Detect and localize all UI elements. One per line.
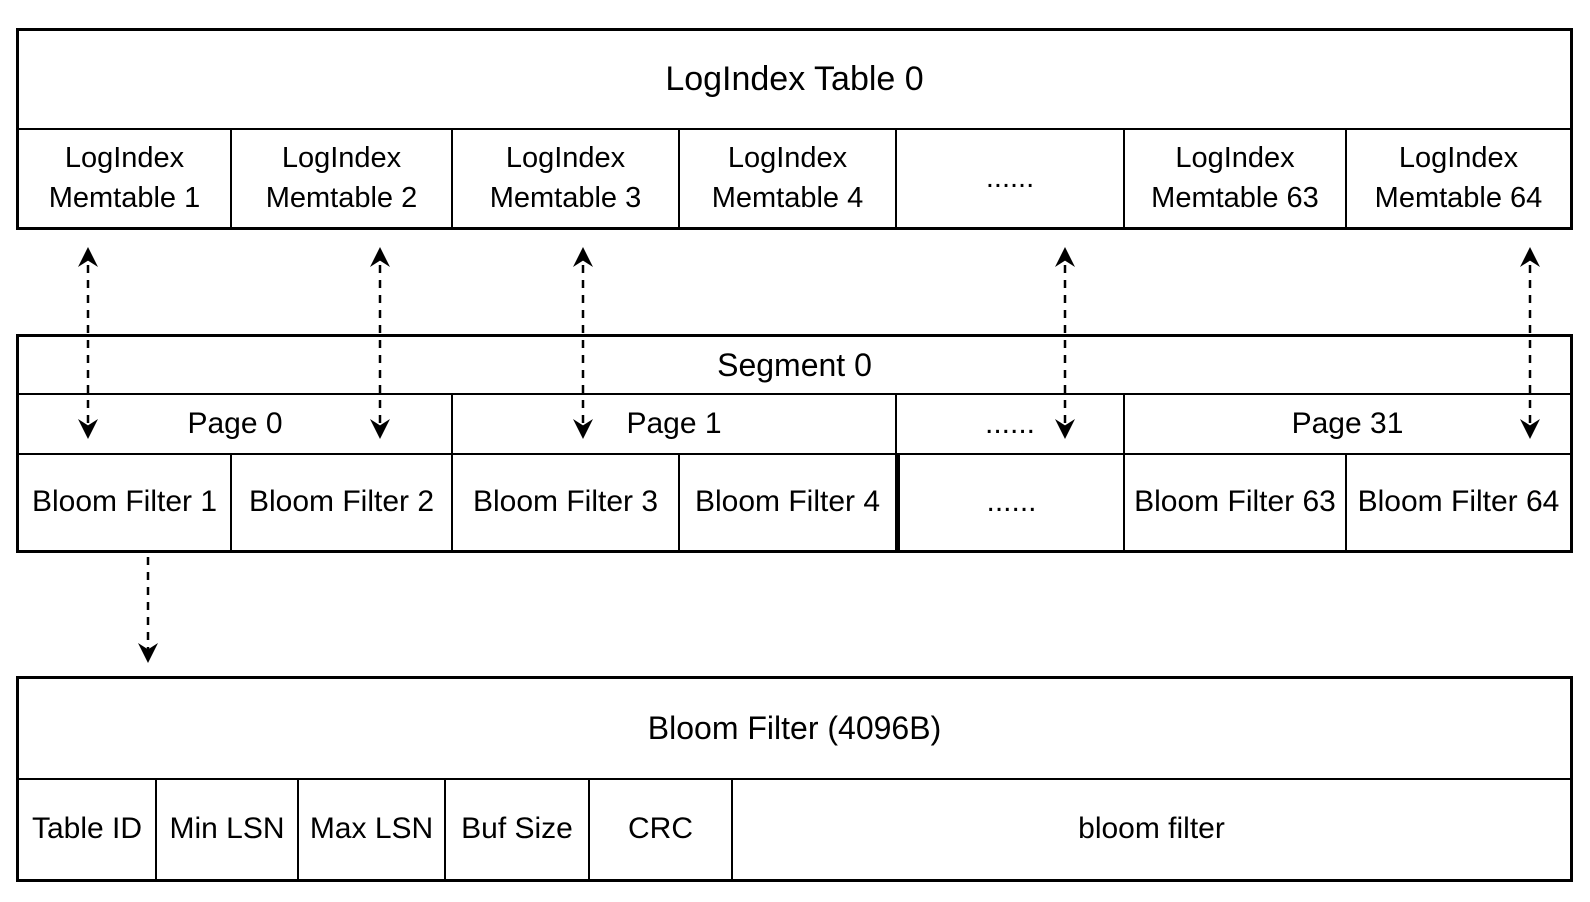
page-cell-ellipsis: ...... <box>895 395 1123 453</box>
bloom-filter-detail-table: Bloom Filter (4096B) Table ID Min LSN Ma… <box>16 676 1573 882</box>
bloom-filter-field-row: Table ID Min LSN Max LSN Buf Size CRC bl… <box>19 778 1570 879</box>
bloom-filter-cell-1: Bloom Filter 1 <box>31 485 218 519</box>
logindex-memtable-cell-3: LogIndex Memtable 3 <box>451 130 678 227</box>
logindex-memtable-cell-64: LogIndex Memtable 64 <box>1345 130 1570 227</box>
bloom-filter-cell-2: Bloom Filter 2 <box>230 455 451 550</box>
page-cell-0: Page 0 <box>187 406 283 440</box>
logindex-memtable-cell-4: LogIndex Memtable 4 <box>678 130 895 227</box>
logindex-memtable-row: LogIndex Memtable 1 LogIndex Memtable 2 … <box>19 128 1570 227</box>
bloom-filter-cell-64: Bloom Filter 64 <box>1345 455 1570 550</box>
bloom-filter-cell-4: Bloom Filter 4 <box>678 455 895 550</box>
logindex-memtable-ellipsis: ...... <box>895 130 1123 227</box>
logindex-table: LogIndex Table 0 LogIndex Memtable 1 Log… <box>16 28 1573 230</box>
page-row: Page 0 Page 1 ...... Page 31 <box>19 393 1570 453</box>
bloom-filter-row: Bloom Filter 1 Bloom Filter 2 Bloom Filt… <box>19 453 1570 550</box>
bloom-filter-cell-63: Bloom Filter 63 <box>1123 455 1345 550</box>
page-cell-1: Page 1 <box>451 395 895 453</box>
bloom-filter-cell-ellipsis: ...... <box>895 455 1123 550</box>
field-buf-size: Buf Size <box>444 780 588 879</box>
segment-title: Segment 0 <box>717 346 872 383</box>
bloom-filter-detail-title: Bloom Filter (4096B) <box>647 710 942 746</box>
field-crc: CRC <box>588 780 731 879</box>
field-max-lsn: Max LSN <box>297 780 444 879</box>
field-bloom-filter: bloom filter <box>731 780 1570 879</box>
field-table-id: Table ID <box>31 812 143 846</box>
logindex-table-title: LogIndex Table 0 <box>665 60 924 98</box>
logindex-memtable-cell-63: LogIndex Memtable 63 <box>1123 130 1345 227</box>
logindex-memtable-cell-1: LogIndex Memtable 1 <box>48 142 201 214</box>
page-cell-31: Page 31 <box>1123 395 1570 453</box>
logindex-memtable-cell-2: LogIndex Memtable 2 <box>230 130 451 227</box>
segment-table: Segment 0 Page 0 Page 1 ...... Page 31 B… <box>16 334 1573 553</box>
field-min-lsn: Min LSN <box>155 780 297 879</box>
bloom-filter-cell-3: Bloom Filter 3 <box>451 455 678 550</box>
